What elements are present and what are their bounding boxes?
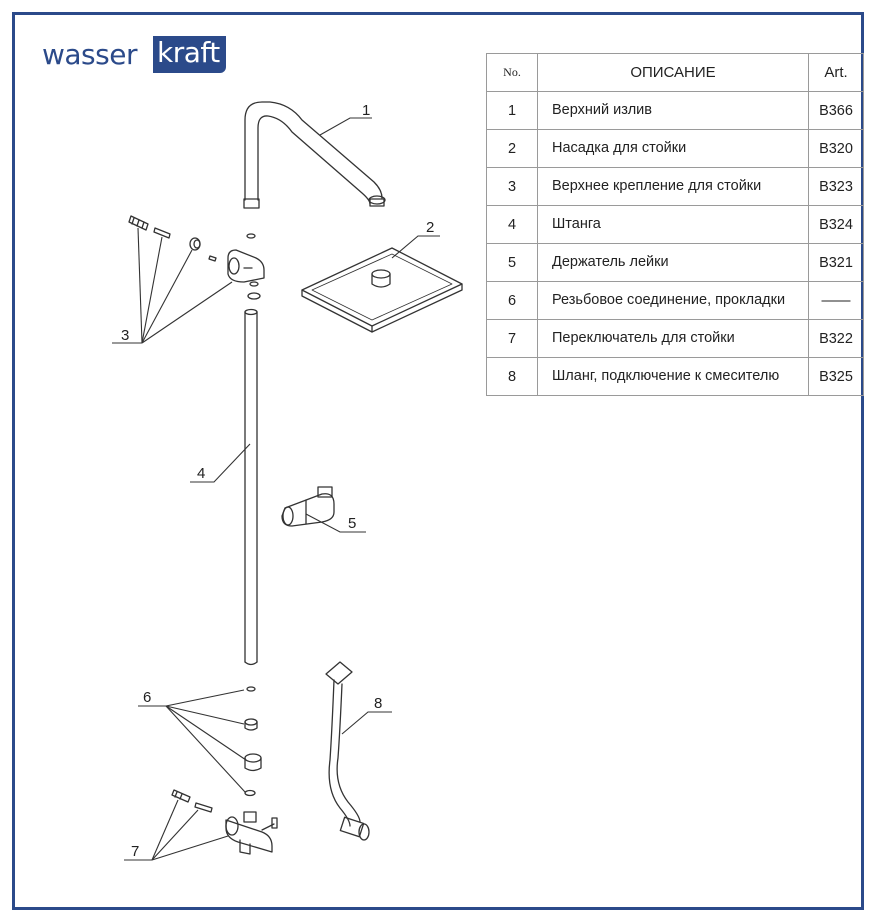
table-row: 1 Верхний излив B366	[486, 91, 864, 130]
row-description: Резьбовое соединение, прокладки	[537, 281, 809, 320]
callout-7: 7	[124, 799, 229, 861]
row-description: Шланг, подключение к смесителю	[537, 357, 809, 396]
hose-part	[325, 661, 370, 841]
header-article: Art.	[808, 53, 864, 92]
callout-label: 5	[348, 515, 356, 532]
hand-shower-holder-part	[281, 486, 335, 527]
row-description: Верхнее крепление для стойки	[537, 167, 809, 206]
rod-part	[244, 308, 258, 666]
upper-bracket-part	[128, 215, 265, 300]
row-no: 3	[486, 167, 538, 206]
top-spout-part	[243, 101, 386, 209]
callout-2: 2	[391, 219, 440, 259]
shower-head-part	[301, 247, 463, 333]
callout-4: 4	[190, 443, 251, 483]
brand-logo-part2: kraft	[153, 36, 226, 73]
callout-label: 1	[362, 102, 370, 119]
row-article: B324	[808, 205, 864, 244]
row-description: Верхний излив	[537, 91, 809, 130]
table-row: 8 Шланг, подключение к смесителю B325	[486, 357, 864, 396]
row-no: 4	[486, 205, 538, 244]
callout-1: 1	[319, 102, 372, 136]
brand-logo-part1: wasser	[42, 38, 137, 71]
gaskets-part	[244, 686, 262, 797]
callout-label: 4	[197, 465, 205, 482]
callout-5: 5	[305, 513, 366, 533]
row-no: 8	[486, 357, 538, 396]
callout-8: 8	[341, 695, 392, 735]
callout-label: 6	[143, 689, 151, 706]
page-frame	[12, 12, 864, 910]
callout-label: 3	[121, 327, 129, 344]
row-article: B320	[808, 129, 864, 168]
callout-label: 2	[426, 219, 434, 236]
row-article: B322	[808, 319, 864, 358]
diverter-part	[171, 789, 278, 855]
callout-6: 6	[138, 689, 247, 793]
row-article: B366	[808, 91, 864, 130]
callout-label: 7	[131, 843, 139, 860]
row-article: B325	[808, 357, 864, 396]
parts-table: No. ОПИСАНИЕ Art. 1 Верхний излив B366 2…	[486, 53, 864, 396]
header-description: ОПИСАНИЕ	[537, 53, 809, 92]
callout-label: 8	[374, 695, 382, 712]
row-article: B323	[808, 167, 864, 206]
table-row: 3 Верхнее крепление для стойки B323	[486, 167, 864, 206]
callout-3: 3	[112, 227, 233, 344]
